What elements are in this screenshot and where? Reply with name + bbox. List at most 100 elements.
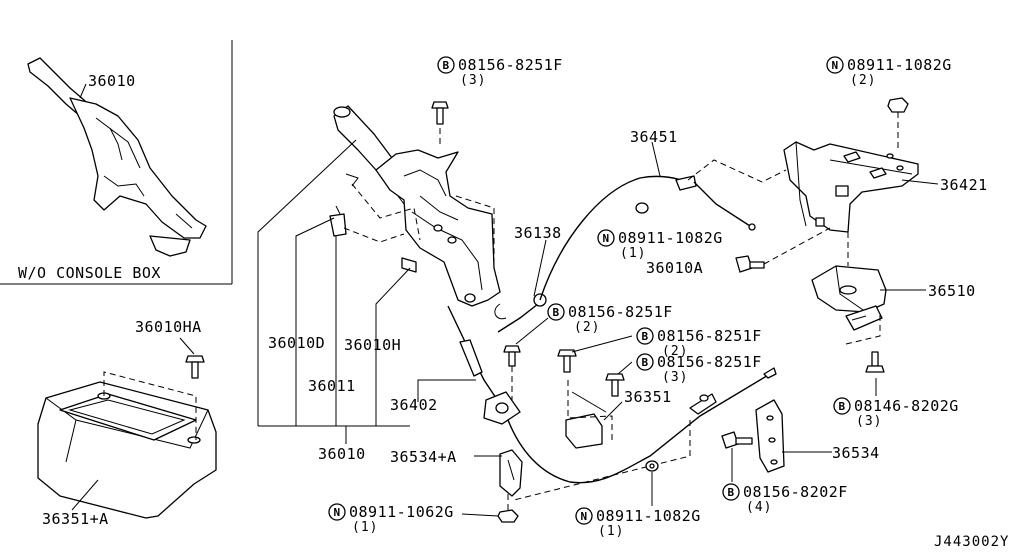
fastener-symbol-5: B — [642, 330, 649, 343]
leader-36451 — [651, 141, 661, 177]
label-36010a: 36010A — [646, 259, 703, 277]
fastener-symbol-9: N — [334, 506, 341, 519]
label-36402: 36402 — [390, 396, 438, 414]
label-36010ha: 36010HA — [135, 318, 202, 336]
guide-cable-36451 — [687, 159, 787, 183]
inset-lever-drawing — [27, 57, 207, 257]
fastener-qty-3: (1) — [620, 246, 646, 261]
fastener-qty-7: (3) — [856, 414, 882, 429]
fastener-symbol-3: N — [603, 232, 610, 245]
inset-frame — [0, 40, 233, 285]
part-36534-drawing — [755, 399, 785, 473]
fastener-symbol-1: B — [443, 59, 450, 72]
fastener-qty-6: (3) — [662, 370, 688, 385]
bolt-36010a-drawing — [735, 255, 765, 273]
fastener-symbol-8: B — [728, 486, 735, 499]
fastener-symbol-7: B — [839, 400, 846, 413]
label-36534a: 36534+A — [390, 448, 457, 466]
guide-36510-bottom — [845, 312, 881, 345]
fastener-part-7: 08146-8202G — [854, 397, 959, 415]
fastener-part-6: 08156-8251F — [657, 353, 762, 371]
fastener-callout-2: N 08911-1082G (2) — [826, 56, 952, 88]
part-36510-drawing — [811, 265, 887, 331]
fastener-callout-4: B 08156-8251F (2) — [547, 303, 673, 335]
label-36010-inset: 36010 — [88, 72, 136, 90]
bracket-lines-36010 — [257, 139, 411, 444]
guide-36010a — [763, 227, 831, 265]
label-36451: 36451 — [630, 128, 678, 146]
inset-caption: W/O CONSOLE BOX — [18, 264, 161, 282]
guide-36010ha — [103, 371, 197, 440]
fastener-symbol-6: B — [642, 356, 649, 369]
label-36138: 36138 — [514, 224, 562, 242]
fastener-symbol-10: N — [581, 510, 588, 523]
fastener-qty-2: (2) — [850, 73, 876, 88]
fastener-symbol-4: B — [553, 306, 560, 319]
label-36010: 36010 — [318, 445, 366, 463]
guide-lever-3 — [455, 195, 495, 266]
bracket-36421-drawing — [783, 141, 919, 233]
leader-36010ha — [179, 337, 195, 355]
leader-36010-inset — [79, 83, 87, 99]
label-36534: 36534 — [832, 444, 880, 462]
fastener-callout-1: B 08156-8251F (3) — [437, 56, 563, 88]
bolt-36010ha-drawing — [185, 355, 205, 379]
lever-assembly-drawing — [329, 105, 501, 307]
fastener-part-2: 08911-1082G — [847, 56, 952, 74]
bolt-351a-drawing — [557, 349, 577, 373]
guide-lever-1 — [351, 183, 421, 241]
leader-fastener-9 — [461, 513, 499, 517]
guide-rear-cable — [513, 420, 691, 501]
leader-fastener-5 — [571, 335, 633, 353]
part-36534a-drawing — [499, 449, 523, 497]
part-36351-drawing — [565, 380, 613, 449]
fastener-qty-1: (3) — [460, 73, 486, 88]
fastener-qty-9: (1) — [352, 520, 378, 535]
fastener-part-9: 08911-1062G — [349, 503, 454, 521]
rear-cable-drawing — [507, 367, 777, 484]
label-36421: 36421 — [940, 176, 988, 194]
bolt-36534-drawing — [721, 431, 753, 449]
label-36510: 36510 — [928, 282, 976, 300]
bolt-08146-drawing — [865, 351, 885, 373]
fastener-callout-7: B 08146-8202G (3) — [833, 397, 959, 429]
nut-bottom-left-drawing — [497, 509, 519, 523]
fastener-qty-5: (2) — [662, 344, 688, 359]
fastener-callout-9: N 08911-1062G (1) — [328, 503, 454, 535]
fastener-symbol-2: N — [832, 59, 839, 72]
guide-lever-2 — [343, 227, 405, 243]
fastener-part-10: 08911-1082G — [596, 507, 701, 525]
fastener-callout-10: N 08911-1082G (1) — [575, 507, 701, 539]
bolt-top-drawing — [431, 101, 449, 125]
console-cover-drawing — [37, 381, 217, 519]
leader-fastener-6 — [617, 361, 633, 375]
label-36010h: 36010H — [344, 336, 401, 354]
leader-36138 — [533, 239, 547, 297]
fastener-callout-8: B 08156-8202F (4) — [722, 483, 847, 515]
bolt-mid-drawing — [503, 345, 521, 367]
fastener-qty-10: (1) — [598, 524, 624, 539]
leader-fastener-4 — [515, 317, 549, 345]
fastener-part-1: 08156-8251F — [458, 56, 563, 74]
label-36011: 36011 — [308, 377, 356, 395]
label-36010d: 36010D — [268, 334, 325, 352]
bolt-351b-drawing — [605, 373, 625, 397]
leader-36351a — [71, 479, 99, 511]
fastener-qty-4: (2) — [574, 320, 600, 335]
label-36351a: 36351+A — [42, 510, 109, 528]
leader-36351 — [603, 401, 623, 421]
leader-36421 — [901, 179, 939, 185]
fastener-part-4: 08156-8251F — [568, 303, 673, 321]
fastener-callout-6: B 08156-8251F (3) — [636, 353, 762, 385]
fastener-callout-3: N 08911-1082G (1) — [597, 229, 723, 261]
fastener-callout-5: B 08156-8251F (2) — [636, 327, 761, 359]
cable-36451-drawing — [539, 175, 756, 301]
label-36351: 36351 — [624, 388, 672, 406]
fastener-qty-8: (4) — [746, 500, 772, 515]
nut-bottom-mid-drawing — [645, 460, 659, 472]
leader-36402 — [417, 379, 476, 402]
diagram-code: J443002Y — [934, 534, 1009, 550]
fastener-part-3: 08911-1082G — [618, 229, 723, 247]
